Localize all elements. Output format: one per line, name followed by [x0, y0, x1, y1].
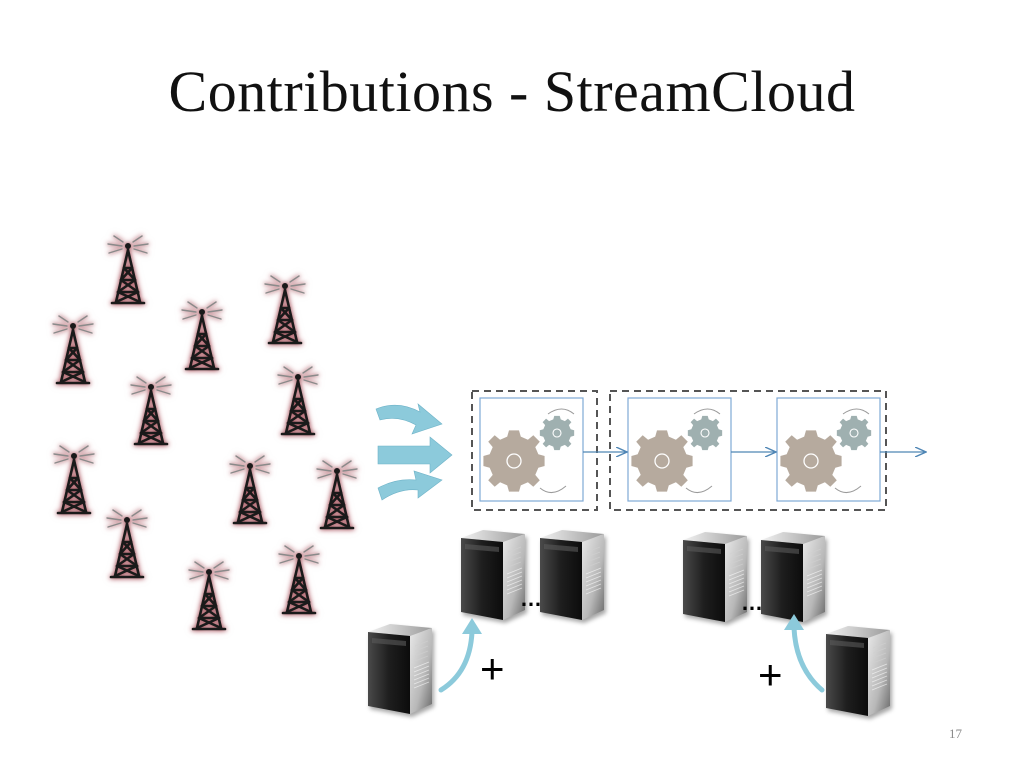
radio-tower-icon — [51, 314, 95, 385]
radio-tower-icon — [276, 365, 320, 436]
arrow-icon — [377, 470, 443, 501]
arrow-icon — [438, 629, 475, 693]
servers-ellipsis-2: … — [741, 590, 763, 615]
radio-tower-icon — [263, 274, 307, 345]
server-icon — [682, 531, 748, 623]
radio-tower-icon — [106, 234, 150, 305]
radio-tower-icon — [180, 300, 224, 371]
server-icon — [539, 529, 605, 621]
slide-number: 17 — [949, 726, 962, 741]
subcluster-1 — [471, 390, 598, 511]
radio-tower-icon — [187, 560, 231, 631]
gear-icon — [538, 414, 576, 452]
gear-icon — [779, 429, 843, 493]
radio-tower-icon — [52, 444, 96, 515]
radio-tower-icon — [129, 375, 173, 446]
arrow-icon — [375, 403, 443, 435]
gear-icon — [686, 414, 724, 452]
radio-tower-icon — [105, 508, 149, 579]
radio-tower-icon — [315, 459, 359, 530]
gear-icon — [482, 429, 546, 493]
radio-tower-icon — [228, 454, 272, 525]
server-icon — [825, 625, 891, 717]
input-stream-arrows — [375, 403, 453, 501]
slide-title: Contributions - StreamCloud — [168, 59, 856, 124]
radio-tower-icon — [277, 544, 321, 615]
operator-1 — [479, 397, 584, 502]
radio-towers — [51, 234, 359, 631]
gear-icon — [835, 414, 873, 452]
servers-ellipsis-1: … — [520, 586, 542, 611]
provisioning-arrows — [438, 625, 825, 693]
add-server-plus-1: + — [480, 645, 505, 692]
operator-3 — [776, 397, 881, 502]
server-icon — [367, 623, 433, 715]
add-server-plus-2: + — [758, 651, 783, 698]
gear-icon — [630, 429, 694, 493]
server-icon — [760, 531, 826, 623]
operator-2 — [627, 397, 732, 502]
arrow-icon — [377, 436, 453, 474]
server-icon — [460, 529, 526, 621]
subcluster-2 — [609, 390, 887, 511]
arrow-icon — [791, 625, 825, 693]
